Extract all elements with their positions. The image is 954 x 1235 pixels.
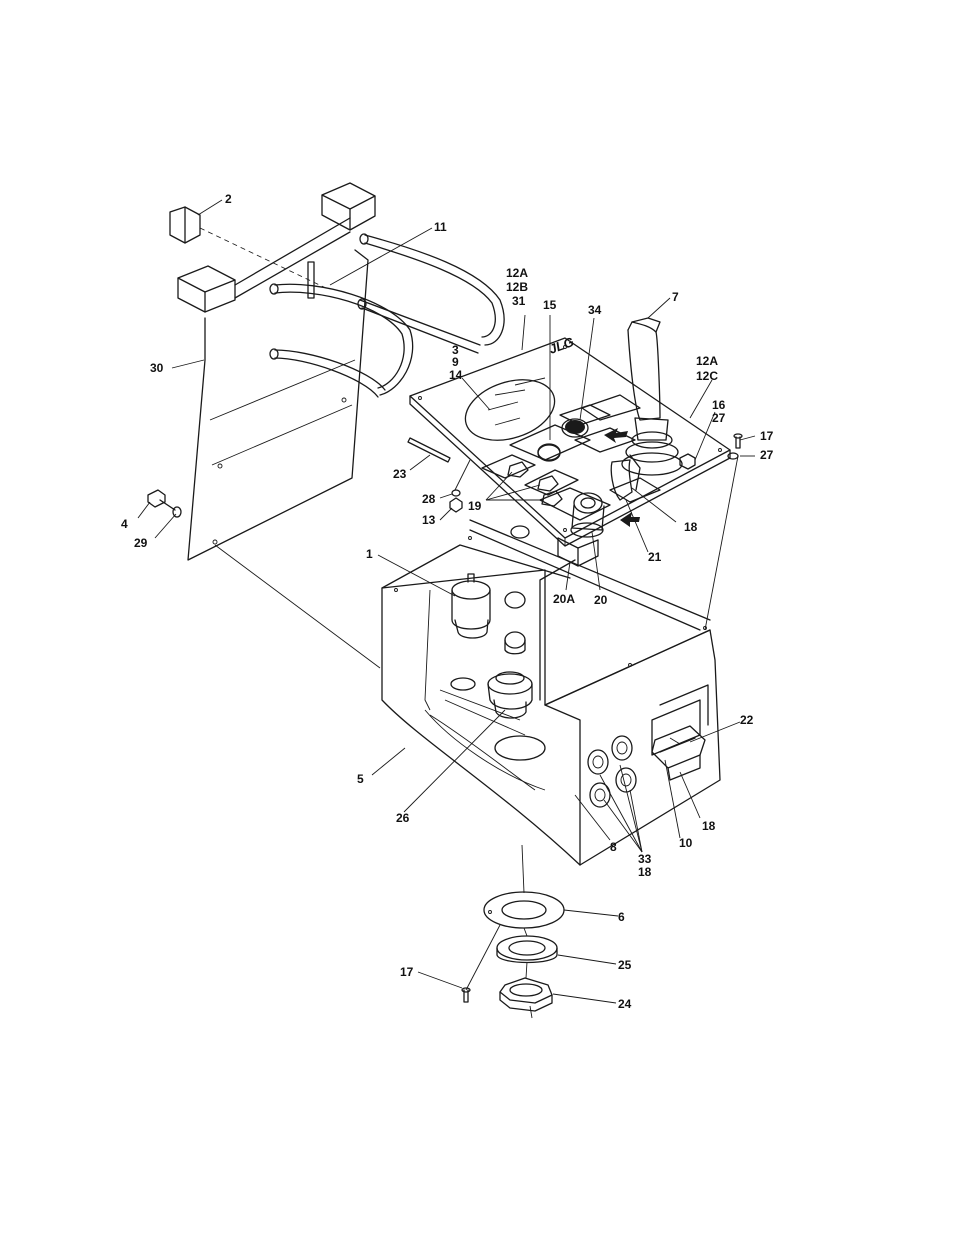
bottom-plate bbox=[483, 891, 565, 929]
guard-rail bbox=[269, 233, 505, 398]
callout-18-ports: 18 bbox=[638, 865, 652, 879]
callout-12a: 12A bbox=[506, 266, 528, 280]
callout-9: 9 bbox=[452, 355, 459, 369]
callout-33: 33 bbox=[638, 852, 652, 866]
callout-18-panel: 18 bbox=[684, 520, 698, 534]
assembly-lines bbox=[214, 455, 739, 1019]
pressure-switch bbox=[451, 573, 491, 639]
jam-nut bbox=[499, 977, 553, 1012]
callout-3: 3 bbox=[452, 343, 459, 357]
callout-16: 16 bbox=[712, 398, 726, 412]
callout-13: 13 bbox=[422, 513, 436, 527]
callout-labels: 2 11 12A 12B 31 15 34 7 3 9 14 12A 12C 3… bbox=[121, 192, 774, 1011]
callout-8: 8 bbox=[610, 840, 617, 854]
callout-11: 11 bbox=[434, 220, 447, 234]
callout-12c: 12C bbox=[696, 369, 718, 383]
callout-18-side: 18 bbox=[702, 819, 716, 833]
callout-27: 27 bbox=[760, 448, 774, 462]
toggle-switch bbox=[651, 725, 706, 781]
console-housing bbox=[381, 519, 721, 866]
connector bbox=[487, 671, 533, 719]
callout-28: 28 bbox=[422, 492, 436, 506]
callout-4: 4 bbox=[121, 517, 128, 531]
callout-17-top: 17 bbox=[760, 429, 774, 443]
mounting-plate bbox=[187, 249, 369, 561]
callout-21: 21 bbox=[648, 550, 662, 564]
callout-19: 19 bbox=[468, 499, 482, 513]
callout-7: 7 bbox=[672, 290, 679, 304]
callout-20: 20 bbox=[594, 593, 608, 607]
callout-15: 15 bbox=[543, 298, 557, 312]
callout-17-bottom: 17 bbox=[400, 965, 414, 979]
callout-12b: 12B bbox=[506, 280, 528, 294]
callout-23: 23 bbox=[393, 467, 407, 481]
panel-strip bbox=[407, 437, 451, 463]
bearing-washer bbox=[496, 935, 558, 964]
callout-6: 6 bbox=[618, 910, 625, 924]
callout-5: 5 bbox=[357, 772, 364, 786]
callout-25: 25 bbox=[618, 958, 632, 972]
panel-components bbox=[507, 317, 696, 567]
mounting-hooks bbox=[177, 182, 376, 313]
callout-29: 29 bbox=[134, 536, 148, 550]
callout-10: 10 bbox=[679, 836, 693, 850]
bolt-17-bottom bbox=[461, 987, 471, 1003]
callout-20a: 20A bbox=[553, 592, 575, 606]
callout-27-upper: 27 bbox=[712, 411, 726, 425]
spring-clip bbox=[169, 206, 331, 291]
callout-26: 26 bbox=[396, 811, 410, 825]
bolt-4 bbox=[147, 489, 182, 518]
callout-1: 1 bbox=[366, 547, 373, 561]
callout-30: 30 bbox=[150, 361, 164, 375]
leader-lines bbox=[137, 199, 756, 1004]
callout-12a-right: 12A bbox=[696, 354, 718, 368]
callout-2: 2 bbox=[225, 192, 232, 206]
callout-24: 24 bbox=[618, 997, 632, 1011]
side-ports bbox=[587, 735, 637, 808]
brand-logo: JLG bbox=[547, 334, 576, 357]
washer-28-nut-13 bbox=[449, 489, 463, 513]
callout-22: 22 bbox=[740, 713, 754, 727]
callout-31: 31 bbox=[512, 294, 526, 308]
callout-34: 34 bbox=[588, 303, 602, 317]
callout-14: 14 bbox=[449, 368, 463, 382]
grommets bbox=[504, 591, 526, 655]
